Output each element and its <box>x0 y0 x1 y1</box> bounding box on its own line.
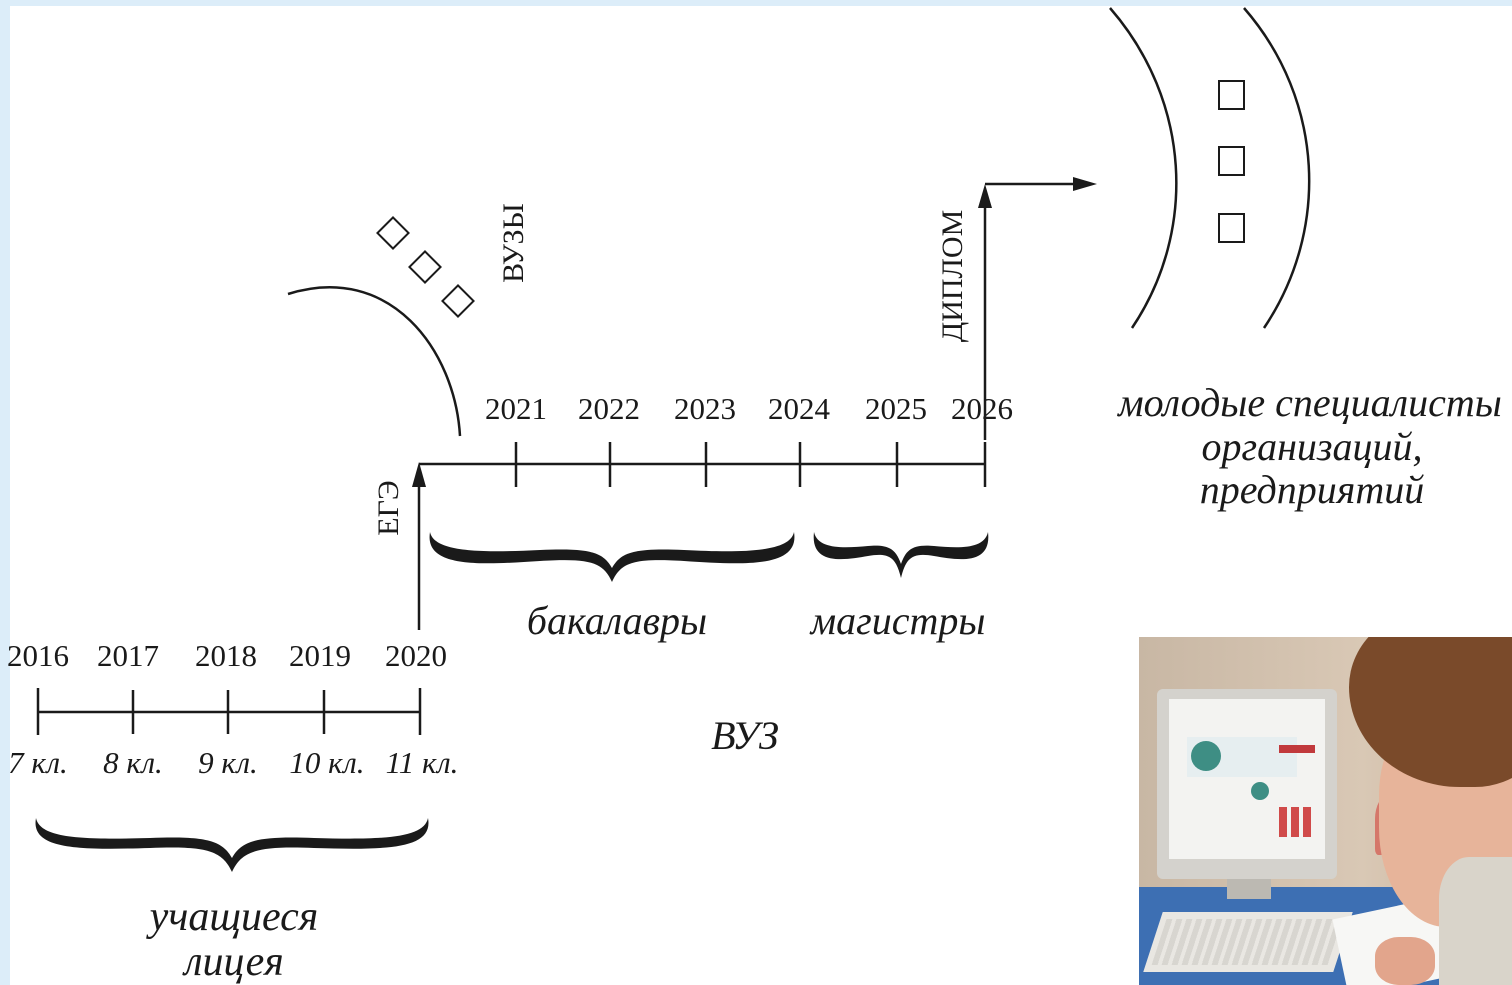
bachelors-label: бакалавры <box>527 598 707 643</box>
grade-label: 8 кл. <box>103 745 163 780</box>
university-year-labels: 2021 2022 2023 2024 2025 2026 <box>485 391 1013 426</box>
school-year-label: 2018 <box>195 638 257 673</box>
university-label: ВУЗ <box>711 713 779 758</box>
university-year-label: 2023 <box>674 391 736 426</box>
universities-arc <box>287 286 462 437</box>
school-year-label: 2016 <box>7 638 69 673</box>
grade-label: 11 кл. <box>386 745 459 780</box>
masters-label: магистры <box>809 598 986 643</box>
university-year-label: 2025 <box>865 391 927 426</box>
university-year-label: 2022 <box>578 391 640 426</box>
university-year-label: 2026 <box>951 391 1013 426</box>
organizations-arc-inner <box>1109 7 1178 329</box>
school-timeline <box>36 688 422 735</box>
school-year-label: 2017 <box>97 638 159 673</box>
school-year-label: 2019 <box>289 638 351 673</box>
diploma-label: ДИПЛОМ <box>936 210 969 342</box>
organizations-arc-outer <box>1243 7 1311 329</box>
exam-arrow <box>412 462 426 630</box>
school-grade-labels: 7 кл. 8 кл. 9 кл. 10 кл. 11 кл. <box>8 745 458 780</box>
organization-square-icon <box>1218 213 1245 243</box>
university-timeline <box>419 442 987 487</box>
university-diamond-icon <box>441 284 475 318</box>
bachelors-brace <box>429 532 795 582</box>
student-hand <box>1375 937 1435 985</box>
diploma-arrow <box>978 177 1097 440</box>
university-diamond-icon <box>408 250 442 284</box>
school-brace <box>35 818 429 872</box>
organizations-squares <box>1218 80 1245 243</box>
grade-label: 7 кл. <box>8 745 68 780</box>
grade-label: 9 кл. <box>198 745 258 780</box>
masters-brace <box>813 532 989 578</box>
school-year-labels: 2016 2017 2018 2019 2020 <box>7 638 447 673</box>
specialists-line1: молодые специалисты <box>1116 380 1502 425</box>
organization-square-icon <box>1218 80 1245 110</box>
exam-label: ЕГЭ <box>372 480 405 535</box>
university-year-label: 2021 <box>485 391 547 426</box>
universities-diamonds <box>376 216 475 318</box>
student-at-computer-photo <box>1139 637 1512 985</box>
specialists-line3: предприятий <box>1200 467 1424 512</box>
organization-square-icon <box>1218 146 1245 176</box>
school-caption-line1: учащиеся <box>146 894 319 940</box>
universities-label: ВУЗЫ <box>497 203 530 283</box>
school-year-label: 2020 <box>385 638 447 673</box>
grade-label: 10 кл. <box>289 745 364 780</box>
university-year-label: 2024 <box>768 391 831 426</box>
specialists-line2: организаций, <box>1201 424 1422 469</box>
school-caption-line2: лицея <box>182 939 284 985</box>
university-diamond-icon <box>376 216 410 250</box>
